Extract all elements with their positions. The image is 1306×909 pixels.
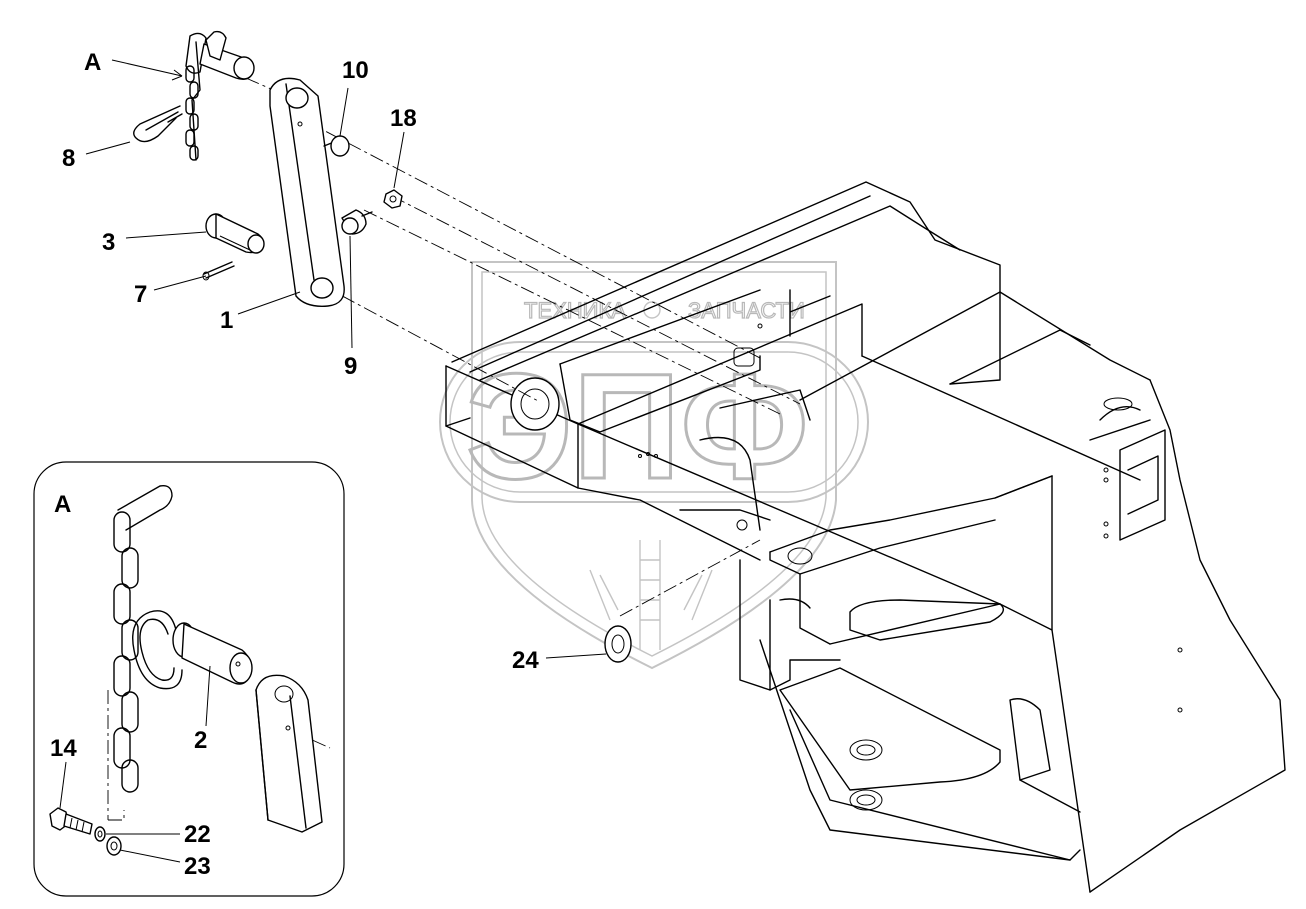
watermark-right-word: ЗАПЧАСТИ — [688, 298, 805, 323]
leader-lines — [59, 59, 607, 863]
callout-22: 22 — [184, 821, 211, 848]
callout-a-detail: A — [54, 491, 71, 518]
callout-9: 9 — [344, 353, 357, 380]
callout-2: 2 — [194, 727, 207, 754]
watermark-band — [439, 341, 869, 503]
detail-a-inset — [33, 461, 345, 897]
callout-23: 23 — [184, 853, 211, 880]
part-1-link-bar — [269, 77, 345, 307]
part-7-cotter-pin — [202, 261, 235, 281]
part-9-bump-stop — [341, 209, 373, 235]
callout-14: 14 — [50, 735, 77, 762]
watermark: ТЕХНИКА ЗАПЧАСТИ ЭПФ — [439, 261, 869, 670]
callout-10: 10 — [342, 57, 369, 84]
frame-assembly — [445, 181, 1286, 893]
callout-7: 7 — [134, 281, 147, 308]
part-18-nut — [383, 189, 403, 209]
callout-labels: A 10 18 8 3 7 1 9 24 A 2 14 22 23 — [50, 49, 539, 880]
part-3-pin — [205, 213, 265, 254]
watermark-wheat-icon — [589, 540, 713, 650]
part-pin-with-chain — [185, 30, 255, 161]
part-10-cap — [323, 135, 350, 157]
callout-18: 18 — [390, 105, 417, 132]
part-8-r-clip — [133, 105, 183, 143]
callout-a-main: A — [84, 49, 101, 76]
callout-1: 1 — [220, 307, 233, 334]
callout-24: 24 — [512, 647, 539, 674]
assembly-lines — [107, 77, 801, 821]
watermark-shield-icon — [471, 261, 837, 670]
part-24-washer — [604, 625, 632, 663]
detail-a-frame — [33, 461, 345, 897]
callout-3: 3 — [102, 229, 115, 256]
watermark-logo: ЭПФ — [466, 342, 809, 510]
callout-8: 8 — [62, 145, 75, 172]
